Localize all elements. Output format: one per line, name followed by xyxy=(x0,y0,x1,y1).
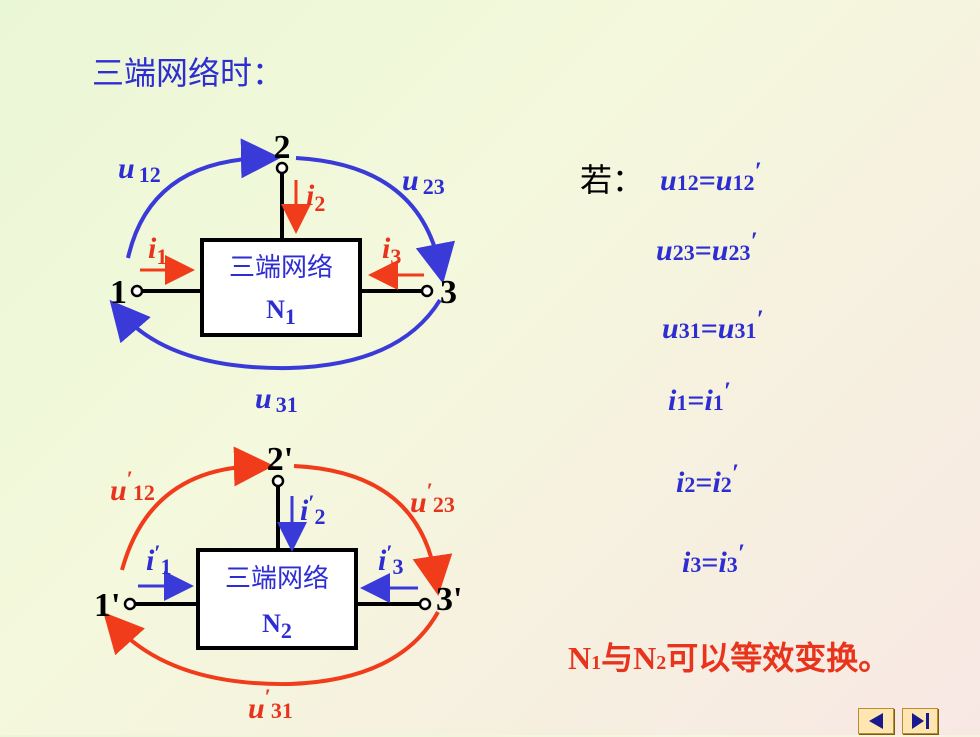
network-2: 三端网络 N2 2' 1' 3' u′12 u′23 u′31 i′2 i′1 … xyxy=(94,441,462,725)
equation-i2: i2=i2′ xyxy=(676,460,739,499)
terminal-1-prime xyxy=(123,597,137,611)
node-label-2: 2 xyxy=(274,129,291,166)
next-slide-button[interactable] xyxy=(902,708,938,734)
network-name-n1: N1 xyxy=(266,295,296,329)
current-label-i1: i1 xyxy=(148,232,167,269)
terminal-2-prime xyxy=(271,474,285,488)
arc-u23-prime xyxy=(293,464,453,596)
equation-u23: u23=u23′ xyxy=(656,228,758,267)
current-label-i2: i2 xyxy=(306,179,325,216)
network-box-n2 xyxy=(196,548,358,650)
voltage-label-u23-prime: u′23 xyxy=(410,478,455,519)
node-label-1: 1 xyxy=(110,274,127,311)
node-label-3: 3 xyxy=(440,274,457,311)
current-label-i1-prime: i′1 xyxy=(146,540,172,579)
current-label-i3: i3 xyxy=(382,232,401,269)
node-label-2-prime: 2' xyxy=(267,441,293,478)
arc-u12-prime xyxy=(120,446,274,571)
box-label-n1: 三端网络 xyxy=(229,253,333,283)
network-name-n2: N2 xyxy=(262,609,292,643)
current-label-i2-prime: i′2 xyxy=(300,490,326,529)
prev-slide-button[interactable] xyxy=(858,708,894,734)
equation-i3: i3=i3′ xyxy=(682,540,745,579)
terminal-1 xyxy=(130,284,144,298)
node-label-3-prime: 3' xyxy=(436,581,462,618)
terminal-2 xyxy=(275,161,289,175)
current-label-i3-prime: i′3 xyxy=(378,540,404,579)
equation-i1: i1=i1′ xyxy=(668,378,731,417)
conclusion-text: N1与N2可以等效变换。 xyxy=(568,640,891,676)
terminal-3-prime xyxy=(418,597,432,611)
terminal-3 xyxy=(420,284,434,298)
arc-u31-prime xyxy=(103,611,440,687)
arc-u23 xyxy=(295,156,456,284)
triangle-left-icon xyxy=(869,713,883,729)
voltage-label-u12-prime: u′12 xyxy=(110,466,155,507)
voltage-label-u31-prime: u′31 xyxy=(248,684,293,725)
equation-u31: u31=u31′ xyxy=(662,306,764,345)
arc-u12 xyxy=(126,138,281,259)
condition-label: 若： xyxy=(580,161,645,199)
equation-u12: u12=u12′ xyxy=(660,158,762,197)
network-box-n1 xyxy=(200,238,362,337)
node-label-1-prime: 1' xyxy=(94,587,120,624)
arc-u31 xyxy=(109,298,442,371)
slide-title: 三端网络时： xyxy=(92,54,285,92)
triangle-right-end-icon xyxy=(912,713,929,729)
box-label-n2: 三端网络 xyxy=(225,564,329,594)
